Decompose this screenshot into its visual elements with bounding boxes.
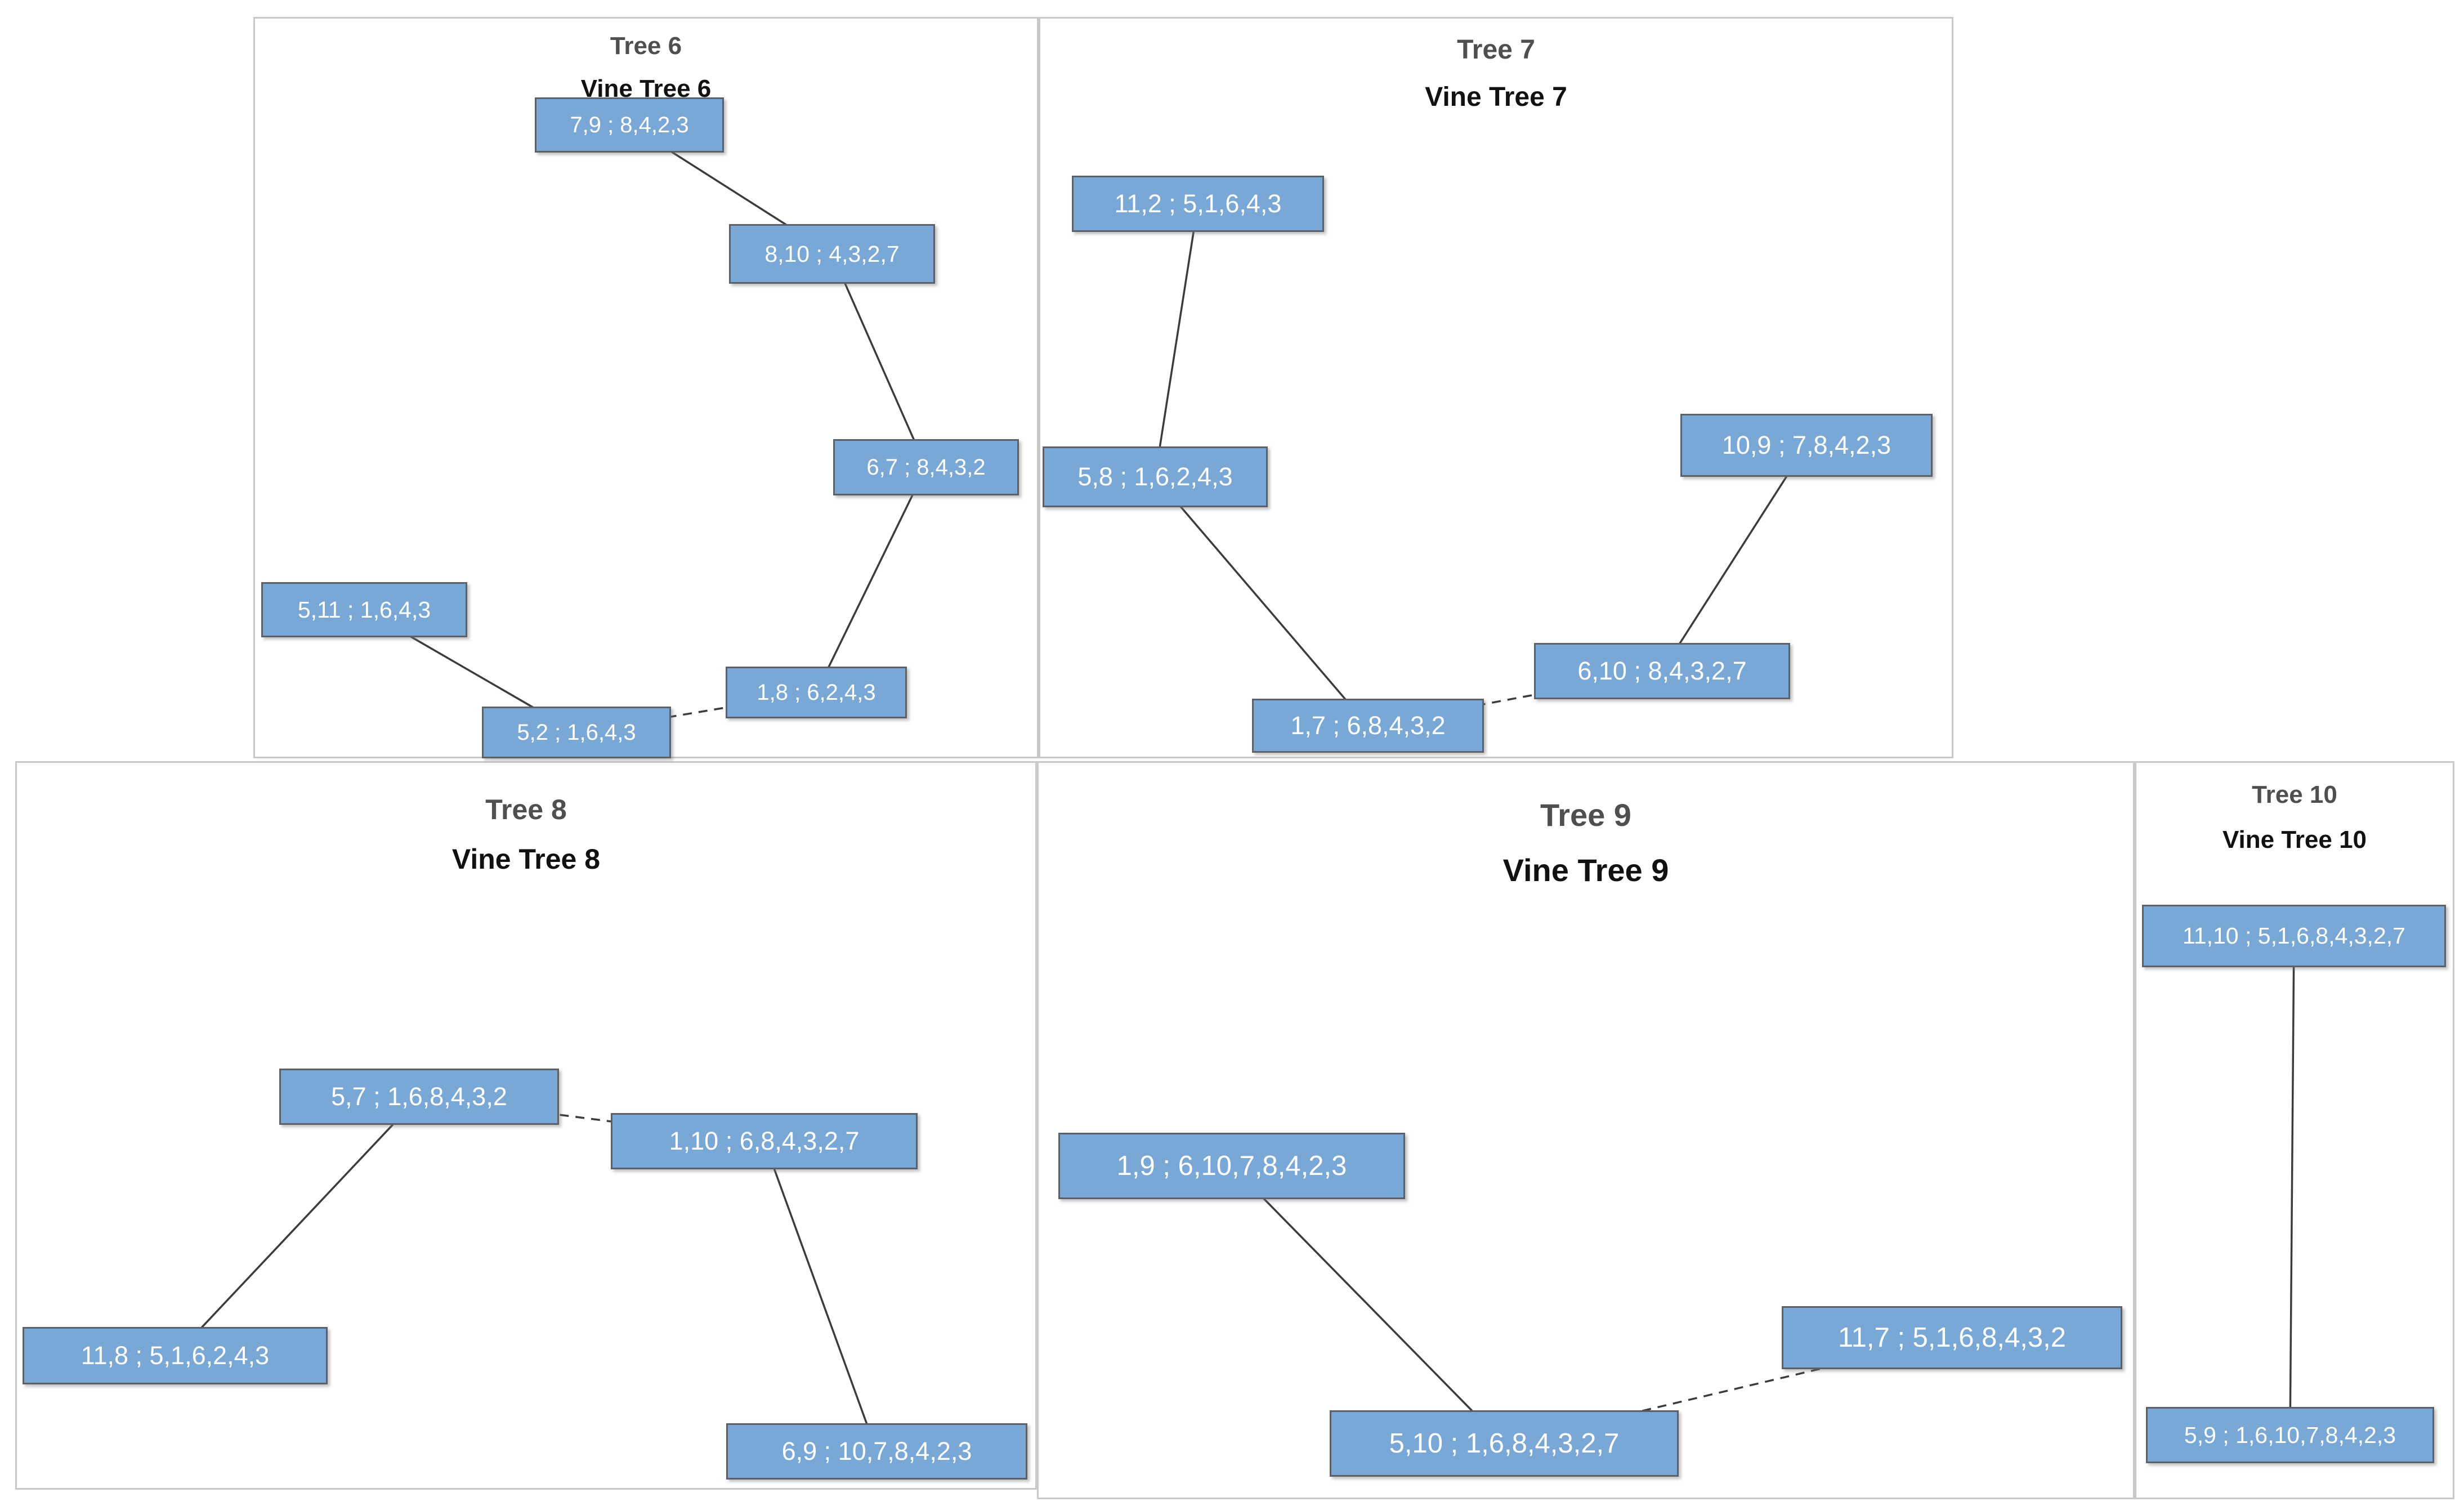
- vine-node: 5,11 ; 1,6,4,3: [261, 582, 467, 637]
- vine-node: 1,8 ; 6,2,4,3: [726, 667, 907, 718]
- vine-node: 10,9 ; 7,8,4,2,3: [1680, 414, 1933, 477]
- vine-node: 8,10 ; 4,3,2,7: [729, 224, 935, 284]
- tree-edge: [831, 253, 927, 468]
- panel-tree10: Tree 10 Vine Tree 10: [2135, 761, 2454, 1499]
- vine-node: 5,9 ; 1,6,10,7,8,4,2,3: [2146, 1407, 2434, 1463]
- panel-title: Tree 7: [1457, 35, 1535, 65]
- vine-node: 5,8 ; 1,6,2,4,3: [1043, 446, 1268, 507]
- panel-subtitle: Vine Tree 10: [2222, 826, 2367, 853]
- vine-node: 5,7 ; 1,6,8,4,3,2: [279, 1069, 559, 1125]
- panel-tree7: Tree 7 Vine Tree 7: [1039, 17, 1953, 758]
- vine-node: 11,10 ; 5,1,6,8,4,3,2,7: [2142, 905, 2446, 967]
- tree-edge: [1231, 1165, 1505, 1445]
- vine-node: 6,9 ; 10,7,8,4,2,3: [726, 1423, 1027, 1480]
- vine-node: 6,10 ; 8,4,3,2,7: [1534, 643, 1790, 699]
- tree-edge: [1154, 203, 1199, 477]
- panel-title: Tree 9: [1540, 797, 1631, 833]
- vine-node: 1,9 ; 6,10,7,8,4,2,3: [1058, 1133, 1405, 1199]
- vine-node: 1,10 ; 6,8,4,3,2,7: [611, 1113, 918, 1169]
- tree-edge: [174, 1096, 420, 1357]
- panel-title: Tree 8: [485, 794, 567, 825]
- vine-node: 7,9 ; 8,4,2,3: [535, 97, 724, 153]
- vine-node: 11,8 ; 5,1,6,2,4,3: [23, 1327, 328, 1384]
- tree-edge: [1661, 445, 1808, 672]
- vine-node: 11,7 ; 5,1,6,8,4,3,2: [1782, 1306, 2122, 1369]
- vine-node: 6,7 ; 8,4,3,2: [833, 439, 1019, 495]
- tree-edge: [815, 467, 927, 693]
- vine-node: 5,10 ; 1,6,8,4,3,2,7: [1330, 1410, 1679, 1477]
- vine-node: 1,7 ; 6,8,4,3,2: [1252, 699, 1484, 753]
- panel-subtitle: Vine Tree 8: [451, 843, 601, 875]
- tree-edge: [763, 1141, 878, 1452]
- tree-edge: [1154, 476, 1369, 727]
- vine-node: 11,2 ; 5,1,6,4,3: [1072, 176, 1324, 232]
- panel-title: Tree 6: [610, 32, 682, 60]
- vine-node: 5,2 ; 1,6,4,3: [482, 707, 671, 758]
- tree-edge: [2289, 936, 2295, 1436]
- panel-tree9: Tree 9 Vine Tree 9: [1037, 761, 2135, 1499]
- panel-title: Tree 10: [2252, 781, 2337, 808]
- panel-subtitle: Vine Tree 9: [1502, 852, 1669, 888]
- panel-subtitle: Vine Tree 7: [1425, 82, 1567, 112]
